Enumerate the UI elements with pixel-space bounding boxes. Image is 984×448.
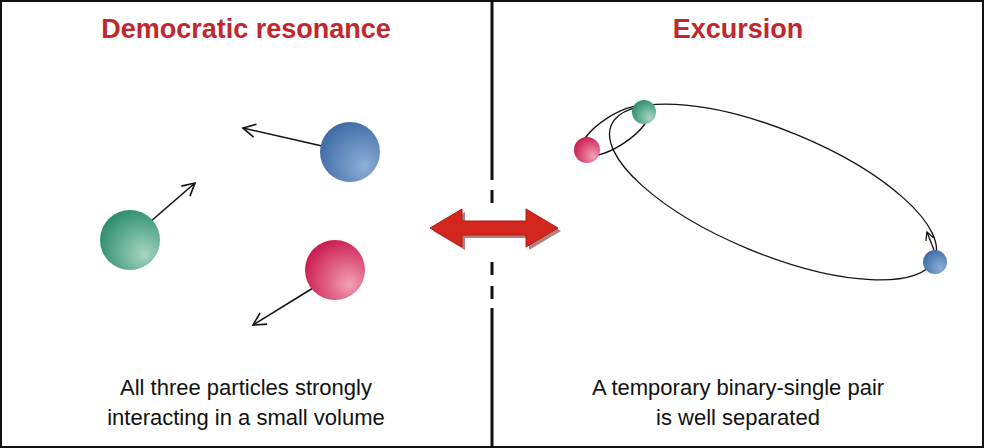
velocity-arrows <box>150 124 322 325</box>
panel-caption: A temporary binary-single pair is well s… <box>588 373 888 433</box>
arrow-head <box>181 183 195 196</box>
red-particle <box>305 240 365 300</box>
blue-particle <box>923 250 947 274</box>
outer-orbit <box>588 68 959 316</box>
divider-dash <box>491 286 494 299</box>
arrow-head <box>926 232 934 241</box>
panel-title: Excursion <box>673 12 804 46</box>
divider-solid <box>491 308 494 446</box>
green-particle <box>100 210 160 270</box>
arrow-head <box>253 313 267 325</box>
divider-solid <box>491 2 494 180</box>
double-arrow <box>430 209 558 247</box>
velocity-arrows <box>926 232 934 250</box>
velocity-arrow <box>243 128 322 146</box>
arrow-head <box>243 124 257 137</box>
divider-dash <box>491 190 494 203</box>
panel: Democratic resonanceAll three particles … <box>0 0 492 448</box>
green-particle <box>632 100 656 124</box>
panel-title: Democratic resonance <box>101 12 391 46</box>
red-particle <box>574 137 600 163</box>
divider-dash <box>491 262 494 275</box>
panel-caption: All three particles strongly interacting… <box>76 373 416 433</box>
edge-group <box>430 209 561 250</box>
binary-orbit <box>573 97 656 166</box>
velocity-arrow <box>253 288 313 325</box>
blue-particle <box>320 122 380 182</box>
panel: Excursion A temporary binary-single pair … <box>492 0 984 448</box>
velocity-arrow <box>150 183 195 222</box>
